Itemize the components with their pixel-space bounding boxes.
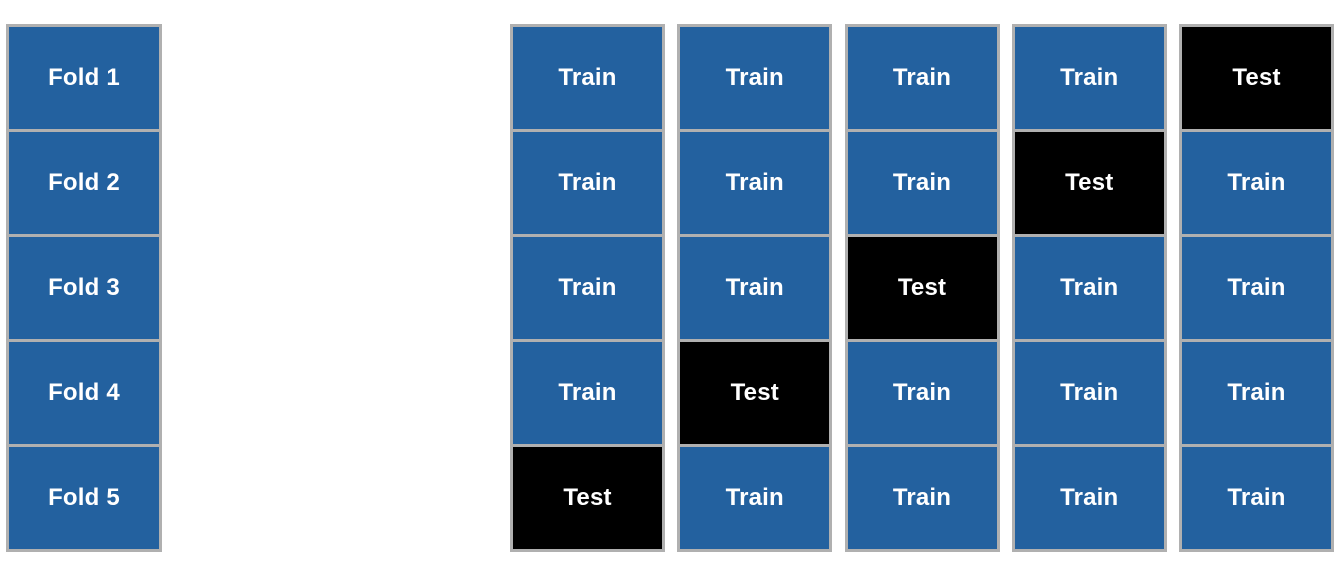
split-cell: Test [844,235,1000,342]
split-grid: Train Train Train Train Test Train Train [510,24,1334,552]
split-cell-label: Train [558,274,617,301]
split-cell-label: Train [1060,379,1119,406]
fold-cell: Fold 1 [6,24,162,132]
split-cell: Train [1011,24,1167,132]
split-column: Test Train Train Train Train [1179,24,1334,552]
fold-label: Fold 5 [48,484,120,511]
split-cell: Train [677,445,833,552]
split-cell: Train [510,24,665,132]
fold-label-column: Fold 1 Fold 2 Fold 3 Fold 4 Fold 5 [6,24,162,552]
split-cell: Train [677,130,833,237]
split-cell-label: Train [1060,64,1119,91]
fold-cell: Fold 2 [6,130,162,237]
split-cell: Test [1011,130,1167,237]
split-cell: Test [1179,24,1334,132]
split-column: Train Test Train Train Train [1011,24,1167,552]
split-cell-label: Train [558,169,617,196]
split-cell-label: Train [725,169,784,196]
split-cell: Train [510,130,665,237]
split-cell: Train [677,24,833,132]
split-cell-label: Train [892,379,952,406]
split-cell-label: Train [892,169,952,196]
split-cell-label: Test [1232,64,1281,91]
split-cell: Test [510,445,665,552]
split-cell-label: Train [1060,274,1119,301]
split-cell: Train [844,340,1000,447]
split-cell-label: Train [1227,274,1286,301]
fold-cell: Fold 4 [6,340,162,447]
split-cell-label: Train [725,484,784,511]
split-cell-label: Train [1227,484,1286,511]
split-cell: Train [510,235,665,342]
split-cell: Train [844,130,1000,237]
split-cell: Train [1179,235,1334,342]
split-cell-label: Train [725,274,784,301]
split-cell-label: Test [897,274,947,301]
split-cell-label: Train [558,379,617,406]
split-cell-label: Test [730,379,779,406]
fold-label: Fold 4 [48,379,120,406]
split-cell-label: Test [563,484,612,511]
split-cell: Train [1179,130,1334,237]
split-cell-label: Train [558,64,617,91]
split-cell-label: Train [725,64,784,91]
split-cell: Train [1011,445,1167,552]
split-cell-label: Train [1227,169,1286,196]
split-cell: Train [1011,340,1167,447]
split-cell: Train [1179,445,1334,552]
fold-label: Fold 1 [48,64,120,91]
split-cell: Train [677,235,833,342]
fold-cell: Fold 5 [6,445,162,552]
split-cell-label: Train [892,64,952,91]
split-cell: Train [1011,235,1167,342]
split-cell-label: Train [892,484,952,511]
split-cell-label: Train [1227,379,1286,406]
split-cell: Train [1179,340,1334,447]
split-cell: Train [844,445,1000,552]
fold-cell: Fold 3 [6,235,162,342]
split-cell: Train [844,24,1000,132]
split-column: Train Train Test Train Train [844,24,1000,552]
split-cell-label: Train [1060,484,1119,511]
fold-label: Fold 2 [48,169,120,196]
split-column: Train Train Train Test Train [677,24,833,552]
fold-label: Fold 3 [48,274,120,301]
split-cell: Test [677,340,833,447]
split-column: Train Train Train Train Test [510,24,665,552]
split-cell-label: Test [1065,169,1114,196]
split-cell: Train [510,340,665,447]
